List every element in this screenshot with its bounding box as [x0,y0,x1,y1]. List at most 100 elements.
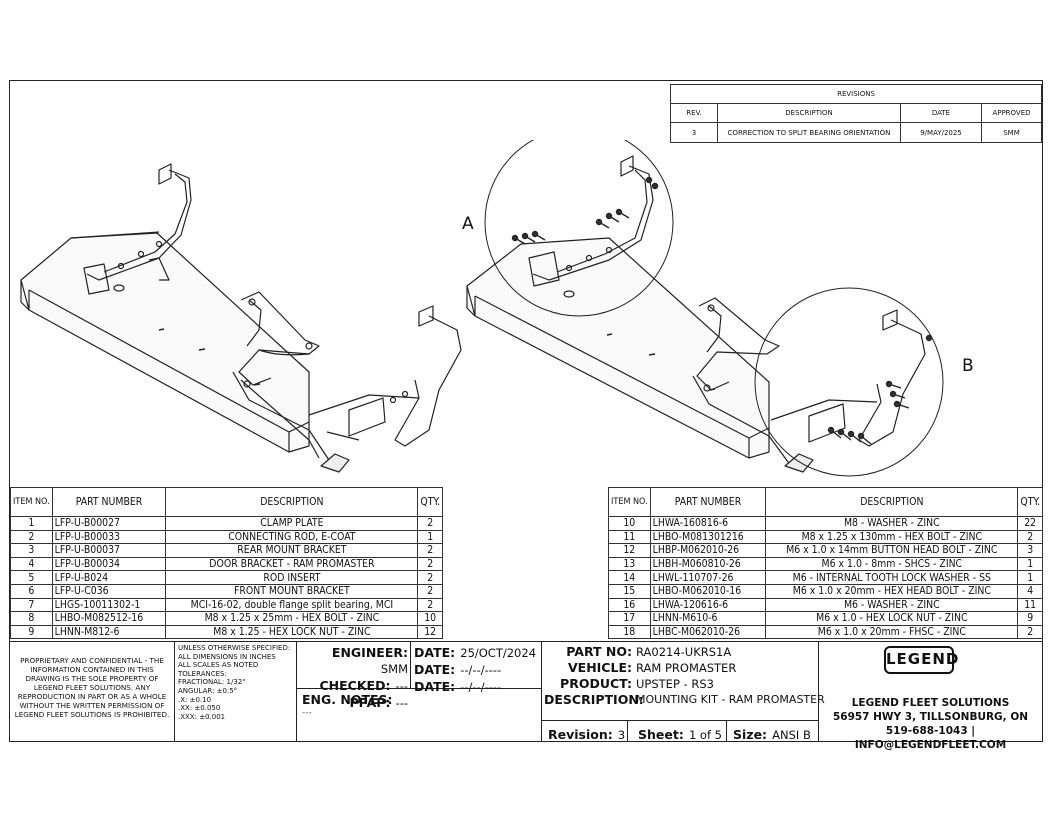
right-view-step-assembly [466,155,926,473]
tolerance-line: .XX: ±0.050 [178,704,221,713]
bom-left-qty-header: QTY. [417,487,443,517]
bom-cell-part: LHWA-120616-6 [649,597,767,613]
fastener-cluster-a [511,176,659,245]
part-no-label: PART NO: [566,644,632,659]
tb-divider-1 [174,641,175,742]
bom-cell-qty: 1 [1017,570,1043,585]
tolerance-line: .X: ±0.10 [178,695,212,704]
bom-cell-desc: DOOR BRACKET - RAM PROMASTER [165,556,419,572]
company-address: 56957 HWY 3, TILLSONBURG, ON [832,711,1029,723]
revision-value: 3 [617,728,626,742]
bom-cell-qty: 2 [417,583,443,599]
bom-cell-item: 7 [10,597,53,613]
description-value: MOUNTING KIT - RAM PROMASTER [636,693,825,706]
eng-notes-label: ENG. NOTES: [302,692,393,707]
part-info-values: RA0214-UKRS1A RAM PROMASTER UPSTEP - RS3… [636,644,825,708]
bom-cell-item: 17 [608,611,651,626]
tolerance-line: .XXX: ±0.001 [178,712,226,721]
tolerance-line: UNLESS OTHERWISE SPECIFIED: [178,644,291,652]
part-no-value: RA0214-UKRS1A [636,645,732,659]
vehicle-value: RAM PROMASTER [636,661,737,675]
company-info: LEGEND FLEET SOLUTIONS 56957 HWY 3, TILL… [818,696,1043,752]
bom-cell-desc: M6 x 1.0 x 20mm - FHSC - ZINC [765,624,1019,640]
engineer-label: ENGINEER: [331,645,408,660]
bom-cell-part: LFP-U-B024 [51,570,167,585]
bom-cell-desc: M6 x 1.0 x 20mm - HEX HEAD BOLT - ZINC [765,583,1019,599]
bom-cell-item: 13 [608,556,651,572]
bom-cell-qty: 2 [1017,529,1043,545]
revisions-title: REVISIONS [670,84,1042,104]
bom-cell-item: 5 [10,570,53,585]
bom-cell-qty: 22 [1017,516,1043,531]
bom-cell-desc: M8 - WASHER - ZINC [765,516,1019,531]
description-label: DESCRIPTION: [544,692,644,707]
vehicle-label: VEHICLE: [567,660,632,675]
bom-cell-qty: 2 [417,516,443,531]
bom-cell-part: LFP-U-B00027 [51,516,167,531]
bom-cell-qty: 10 [417,611,443,626]
tb-divider-4 [818,641,819,742]
bom-cell-desc: M8 x 1.25 x 25mm - HEX BOLT - ZINC [165,611,419,626]
bom-cell-desc: REAR MOUNT BRACKET [165,543,419,558]
bom-cell-item: 15 [608,583,651,599]
date2-value: --/--/---- [460,663,502,677]
bom-cell-item: 14 [608,570,651,585]
bom-cell-part: LHWA-160816-6 [649,516,767,531]
bom-cell-desc: M8 x 1.25 x 130mm - HEX BOLT - ZINC [765,529,1019,545]
bom-cell-qty: 3 [1017,543,1043,558]
bom-cell-item: 1 [10,516,53,531]
bom-cell-qty: 9 [1017,611,1043,626]
bom-right-desc-header: DESCRIPTION [765,487,1019,517]
ppap-value: --- [395,696,408,710]
bom-cell-desc: FRONT MOUNT BRACKET [165,583,419,599]
bom-cell-item: 9 [10,624,53,640]
bom-right-item-header: ITEM NO. [608,487,651,517]
tb-divider-5 [627,720,628,742]
bom-cell-item: 2 [10,529,53,545]
bom-cell-item: 18 [608,624,651,640]
rev-description-header: DESCRIPTION [717,103,901,123]
tolerance-line: FRACTIONAL: 1/32" [178,678,246,687]
detail-circle-a [484,140,674,317]
rev-approved-header: APPROVED [981,103,1042,123]
engineer-value: SMM [380,662,408,676]
callout-a-label: A [462,214,474,234]
date3-label: DATE: [414,679,456,694]
sheet-field: Sheet: 1 of 5 [638,724,722,743]
tolerance-line: ALL DIMENSIONS IN INCHES [178,652,276,661]
product-label: PRODUCT: [560,676,632,691]
bom-cell-part: LHBH-M060810-26 [649,556,767,572]
bom-right-qty-header: QTY. [1017,487,1043,517]
bom-cell-qty: 2 [417,543,443,558]
left-view-step-assembly [20,163,462,473]
bom-cell-item: 8 [10,611,53,626]
bom-cell-desc: M6 - INTERNAL TOOTH LOCK WASHER - SS [765,570,1019,585]
bom-cell-part: LHWL-110707-26 [649,570,767,585]
tb-divider-h1 [296,688,541,689]
bom-cell-part: LHBO-M062010-16 [649,583,767,599]
product-value: UPSTEP - RS3 [636,677,714,691]
proprietary-notice: PROPRIETARY AND CONFIDENTIAL - THE INFOR… [14,656,170,719]
isometric-drawing-views [20,140,944,477]
bom-cell-item: 12 [608,543,651,558]
size-value: ANSI B [772,728,811,742]
revisions-table: REVISIONS REV. DESCRIPTION DATE APPROVED… [670,84,1042,143]
part-info-labels: PART NO: VEHICLE: PRODUCT: DESCRIPTION: [544,644,644,708]
date-block: DATE: 25/OCT/2024 DATE: --/--/---- DATE:… [414,644,536,695]
bom-cell-part: LHNN-M812-6 [51,624,167,640]
legend-logo: LEGEND [884,646,958,674]
tb-divider-h2 [541,720,818,721]
